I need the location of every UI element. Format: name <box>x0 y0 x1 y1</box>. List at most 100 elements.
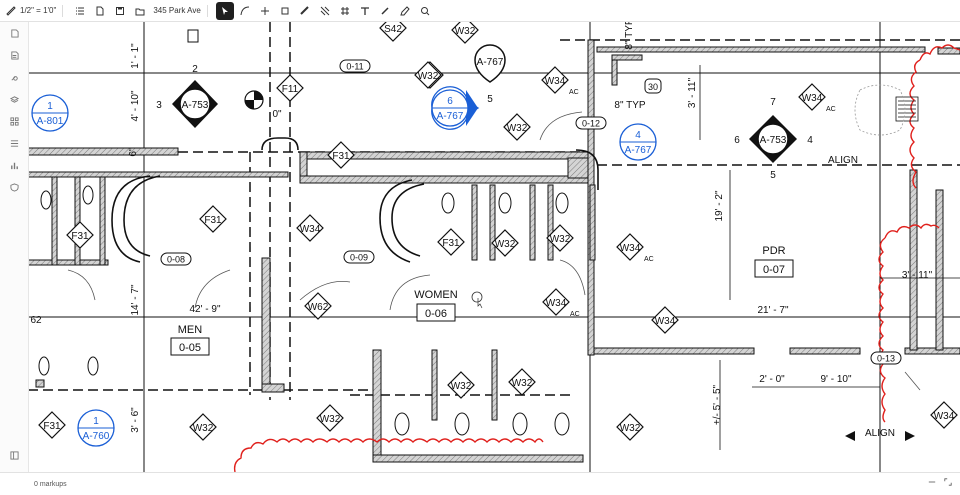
search-button[interactable] <box>416 2 434 20</box>
elevation-marker[interactable]: A-753 7 6 4 5 <box>734 97 813 181</box>
door-tag[interactable]: 0-12 <box>575 116 607 130</box>
callout-sheet: A-760 <box>83 431 110 442</box>
measure-tool-button[interactable] <box>296 2 314 20</box>
sidebar-pages-button[interactable] <box>0 22 28 44</box>
list-view-button[interactable] <box>71 2 89 20</box>
sidebar-security-button[interactable] <box>0 176 28 198</box>
sidebar-tools-button[interactable] <box>0 66 28 88</box>
door-tag-label: 0-11 <box>346 62 363 72</box>
transform-tool-button[interactable] <box>276 2 294 20</box>
wall-type-tag[interactable]: W34 <box>296 214 324 242</box>
room-label[interactable]: MEN 0-05 <box>170 324 210 356</box>
section-callout[interactable]: 6 A-767 <box>431 86 480 130</box>
measure-icon <box>300 5 309 15</box>
wall-type-tag[interactable]: W32 <box>414 61 442 89</box>
wall-type-tag[interactable]: W32 <box>503 113 531 141</box>
wall-type-tag[interactable]: W62 <box>304 292 332 320</box>
wall-type-tag[interactable]: W32 <box>189 413 217 441</box>
folder-icon <box>135 8 145 15</box>
wall-tag-diamond <box>616 413 644 441</box>
wall-type-tag[interactable]: F31 <box>437 228 465 256</box>
section-callout[interactable]: 1 A-801 <box>31 94 69 132</box>
grid-tool-button[interactable] <box>336 2 354 20</box>
door-tag[interactable]: 0-13 <box>870 351 902 365</box>
arc-tool-button[interactable] <box>236 2 254 20</box>
revision-clouds <box>233 44 960 472</box>
wall-tag-diamond <box>508 368 536 396</box>
room-label[interactable]: PDR 0-07 <box>754 245 794 278</box>
sidebar-documents-button[interactable] <box>0 44 28 66</box>
sidebar-reports-button[interactable] <box>0 154 28 176</box>
wall-type-tag[interactable]: W32 <box>316 404 344 432</box>
wall-type-tag[interactable]: W32 <box>451 22 479 44</box>
wall-type-tag[interactable]: W32 <box>616 413 644 441</box>
stair-element <box>854 84 919 136</box>
wall-tag-diamond <box>304 292 332 320</box>
document-button[interactable] <box>91 2 109 20</box>
cursor-icon <box>221 6 228 15</box>
door-tag-outline <box>575 116 607 130</box>
wall-type-tag[interactable]: W34 <box>930 401 958 429</box>
expand-icon[interactable] <box>944 478 952 486</box>
open-folder-button[interactable] <box>131 2 149 20</box>
wall-tag-group: W32W32W32W32W32W32W32W32W32W32W34ACW34AC… <box>38 22 958 441</box>
callout-sheet: A-767 <box>437 111 464 122</box>
keynote-tag[interactable]: 30 <box>644 78 662 94</box>
wall-type-tag[interactable]: S42 <box>379 22 407 42</box>
wall-type-tag[interactable]: F31 <box>199 205 227 233</box>
move-tool-button[interactable] <box>256 2 274 20</box>
hatch-tool-button[interactable] <box>316 2 334 20</box>
hatch-icon <box>320 6 330 15</box>
select-tool-button[interactable] <box>215 1 234 20</box>
pen-tool-button[interactable] <box>376 2 394 20</box>
wall-type-tag[interactable]: W32 <box>546 224 574 252</box>
wall-tag-label: W32 <box>451 381 472 392</box>
wall-type-tag[interactable]: W32 <box>491 229 519 257</box>
wall-type-tag[interactable]: W32 <box>447 371 475 399</box>
wall-type-tag[interactable]: F31 <box>327 141 355 169</box>
wall-tag-diamond <box>316 404 344 432</box>
highlight-tool-button[interactable] <box>396 2 414 20</box>
section-callout[interactable]: 1 A-760 <box>77 409 115 447</box>
wall-type-tag[interactable]: W32 <box>508 368 536 396</box>
toolbar-divider <box>62 4 64 17</box>
text-tool-button[interactable] <box>356 2 374 20</box>
scale-selector[interactable]: 1/2" = 1'0" <box>6 2 56 20</box>
wall-tag-diamond <box>491 229 519 257</box>
section-callout[interactable]: 4 A-767 <box>619 123 657 161</box>
sidebar-layers-button[interactable] <box>0 88 28 110</box>
wall-type-tag[interactable]: F11 <box>276 74 304 102</box>
sidebar-grid-button[interactable] <box>0 110 28 132</box>
sidebar-settings-button[interactable] <box>0 444 28 466</box>
dimension-text: +/- 5' - 5" <box>712 384 723 425</box>
callout-number: 4 <box>635 130 641 141</box>
elevation-marker[interactable]: A-753 2 3 <box>156 64 218 128</box>
sidebar-list-button[interactable] <box>0 132 28 154</box>
layers-icon <box>9 95 19 103</box>
panel-icon <box>9 450 19 460</box>
door-tag[interactable]: 0-09 <box>343 250 375 264</box>
dimension-text: 3' - 6" <box>130 407 141 433</box>
wall-type-tag[interactable]: F31 <box>38 411 66 439</box>
callout-number: 1 <box>93 416 99 427</box>
wall-type-tag[interactable]: W34 <box>651 306 679 334</box>
wall-tag-diamond <box>542 288 570 316</box>
scale-label: 1/2" = 1'0" <box>20 6 57 15</box>
door-tag[interactable]: 0-08 <box>160 252 192 266</box>
callout-sheet: A-767 <box>625 145 652 156</box>
elevation-number: 6 <box>734 135 740 146</box>
room-label[interactable]: WOMEN 0-06 <box>414 289 458 322</box>
text-icon <box>360 6 369 15</box>
door-tag-label: 0-13 <box>877 354 895 364</box>
minimize-icon[interactable] <box>928 478 936 486</box>
left-sidebar <box>0 22 29 472</box>
door-tag[interactable]: 0-11 <box>339 59 371 73</box>
drawing-canvas[interactable]: W32W32W32W32W32W32W32W32W32W32W34ACW34AC… <box>28 22 960 472</box>
save-button[interactable] <box>111 2 129 20</box>
wall-type-tag[interactable]: F31 <box>66 221 94 249</box>
pin-marker[interactable]: A-767 5 <box>474 44 506 105</box>
